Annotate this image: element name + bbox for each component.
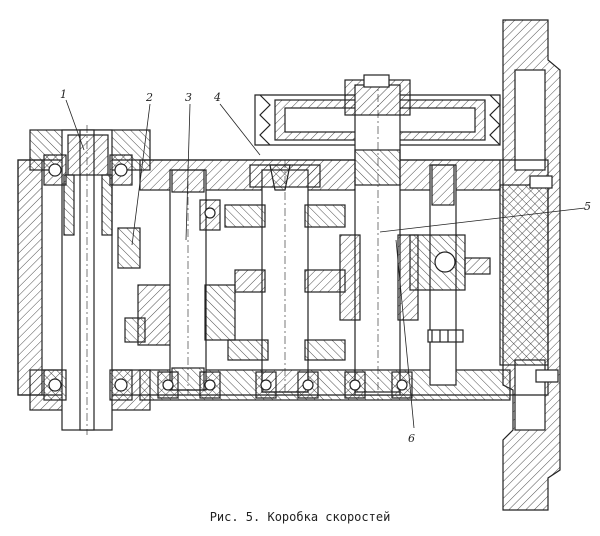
bearings-shaft-1 xyxy=(43,154,133,401)
callout-5: 5 xyxy=(584,200,591,213)
right-screw-bottom xyxy=(535,369,559,383)
shaft-1 xyxy=(61,125,113,435)
gear-block-2 xyxy=(117,227,177,346)
housing-right-wall xyxy=(499,184,549,366)
housing-left-wall xyxy=(17,159,43,396)
right-screw-top xyxy=(529,175,553,189)
callout-1: 1 xyxy=(60,88,67,101)
shaft-5 xyxy=(339,74,419,400)
shift-mechanism xyxy=(409,164,491,386)
shaft-4 xyxy=(224,160,346,395)
bottom-bearings xyxy=(157,371,413,399)
callout-4: 4 xyxy=(213,91,221,104)
shaft-3 xyxy=(169,165,236,395)
leader-lines xyxy=(65,99,586,429)
callout-2: 2 xyxy=(145,91,153,104)
flange-bore-top xyxy=(514,69,546,171)
figure-caption: Рис. 5. Коробка скоростей xyxy=(209,510,391,524)
callout-3: 3 xyxy=(185,91,192,104)
callout-6: 6 xyxy=(408,432,415,445)
